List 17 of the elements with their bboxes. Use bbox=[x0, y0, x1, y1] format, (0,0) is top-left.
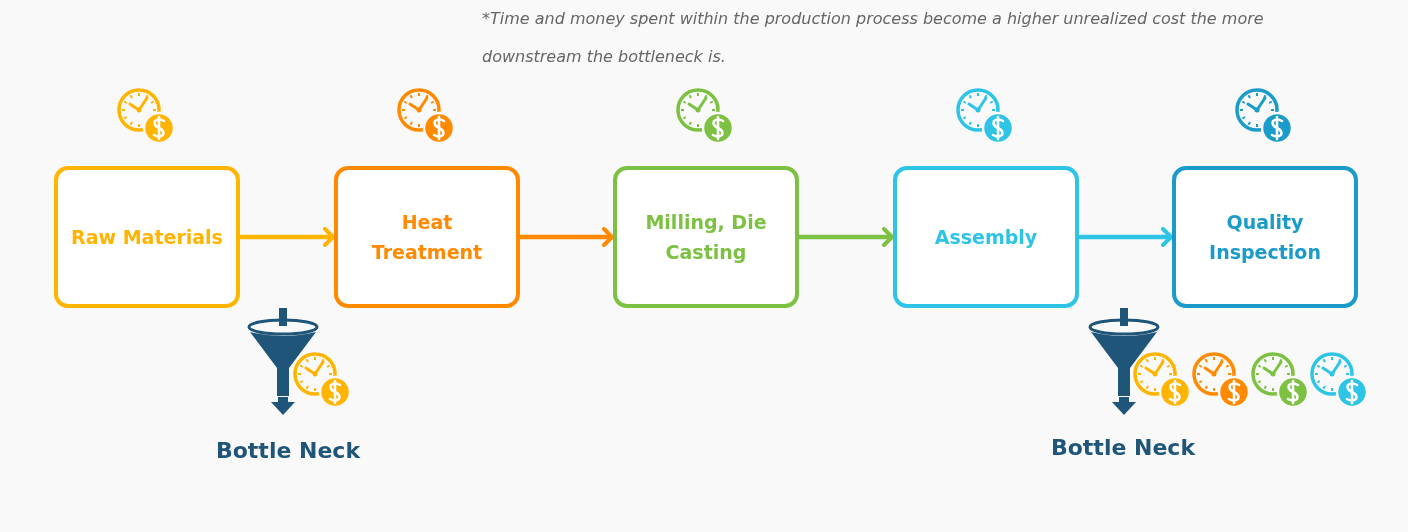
footnote: *Time and money spent within the production process become a higher unrealized cost the more downstream the bottleneck is. bbox=[482, 8, 1265, 68]
process-label: Assembly bbox=[933, 225, 1039, 250]
process-box bbox=[613, 166, 799, 308]
process-box bbox=[1172, 166, 1358, 308]
process-label: Quality Inspection bbox=[1208, 210, 1322, 265]
bottleneck-label: Bottle Neck bbox=[1049, 435, 1196, 460]
process-box bbox=[893, 166, 1079, 308]
arrow bbox=[520, 227, 614, 247]
arrow bbox=[240, 227, 335, 247]
process-box bbox=[334, 166, 520, 308]
process-label: Milling, Die Casting bbox=[644, 210, 768, 265]
process-box bbox=[54, 166, 240, 308]
arrow bbox=[799, 227, 894, 247]
arrow bbox=[1079, 227, 1173, 247]
bottleneck-label: Bottle Neck bbox=[214, 438, 361, 463]
process-label: Raw Materials bbox=[70, 225, 224, 250]
process-label: Heat Treatment bbox=[370, 210, 484, 265]
